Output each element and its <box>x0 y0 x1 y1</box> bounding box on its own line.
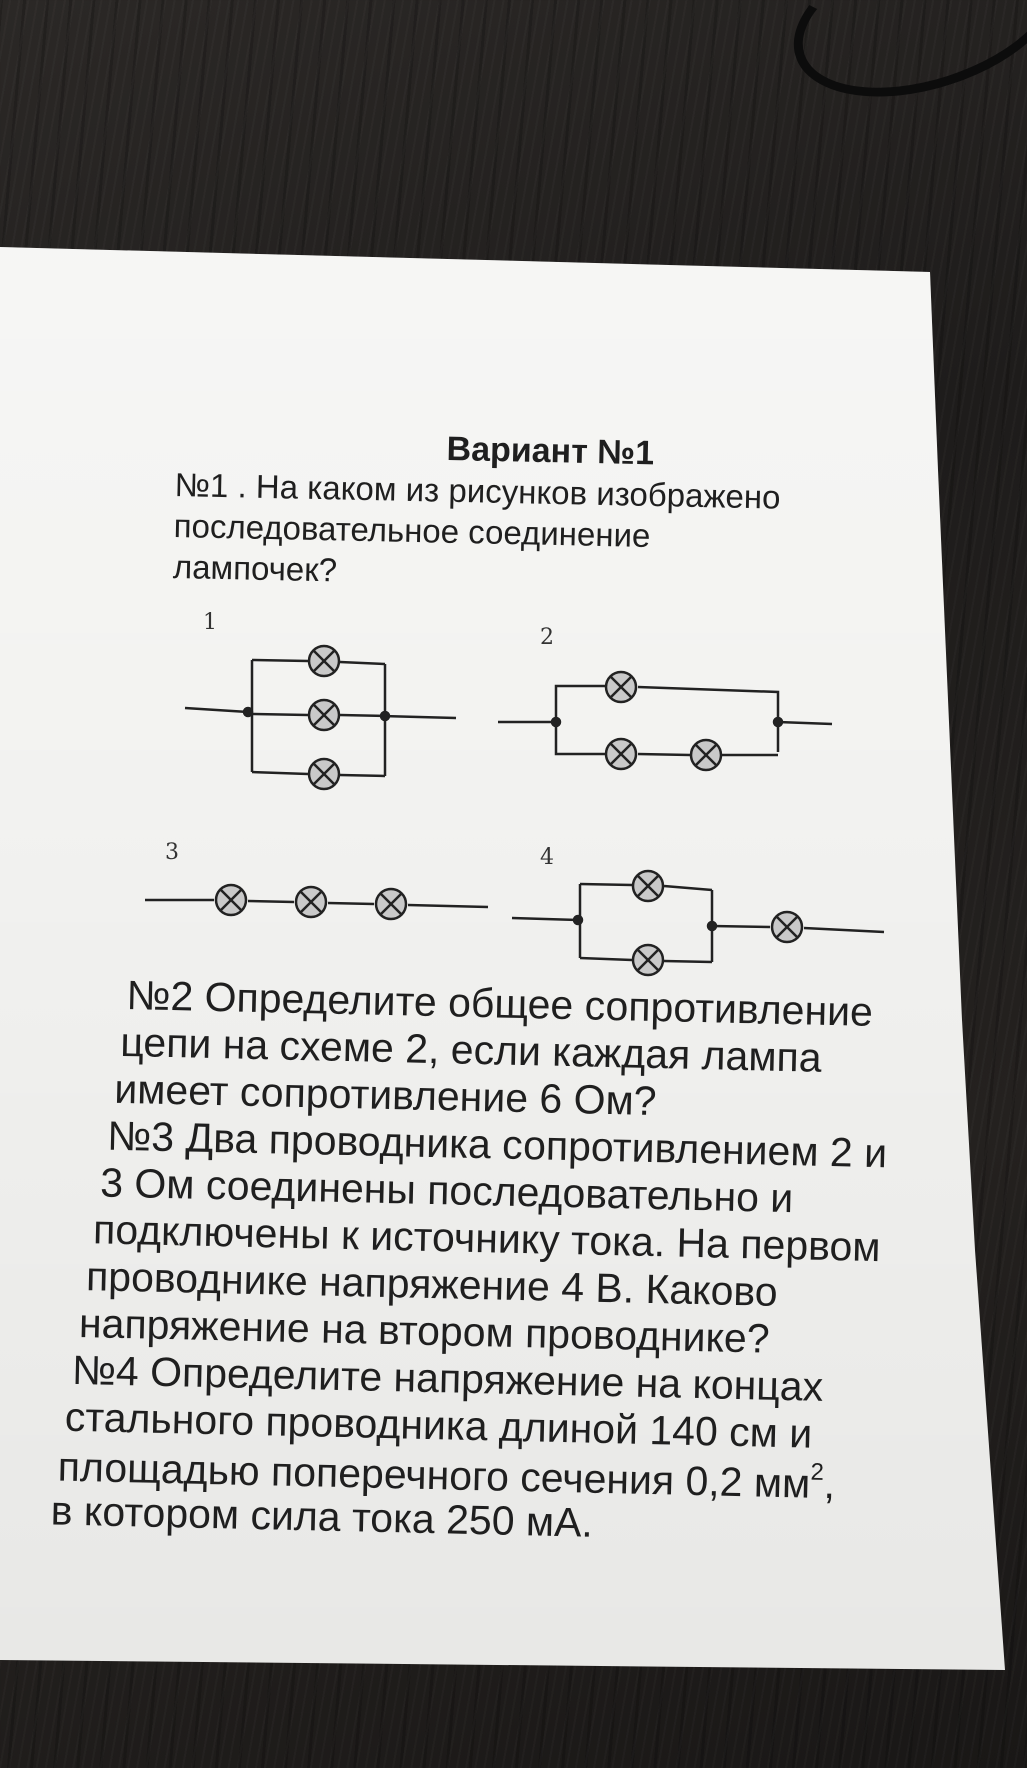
figure-label-4: 4 <box>540 845 554 870</box>
circuit-figure-4 <box>511 882 885 964</box>
lamp-icon <box>604 737 638 771</box>
lamp-icon <box>770 910 804 944</box>
lamp-icon <box>374 887 408 921</box>
circuit-figure-2 <box>498 684 833 757</box>
lamp-icon <box>631 943 665 977</box>
lamp-icon <box>307 698 341 732</box>
punctuation: , <box>823 1460 836 1508</box>
lamp-icon <box>307 757 341 791</box>
lamp-icon <box>689 738 723 772</box>
circuit-figure-1 <box>184 658 457 778</box>
tasks-2-4: №2 Определите общее сопротивление цепи н… <box>50 972 891 1556</box>
figure-label-3: 3 <box>165 840 179 865</box>
circuit-figure-3 <box>145 898 489 909</box>
figure-label-1: 1 <box>203 610 217 635</box>
lamp-icon <box>307 644 341 678</box>
lamp-icon <box>294 885 328 919</box>
lamp-icon <box>604 670 638 704</box>
figure-label-2: 2 <box>540 625 554 650</box>
lamp-icon <box>214 883 248 917</box>
lamp-icon <box>631 869 665 903</box>
superscript: 2 <box>810 1458 825 1486</box>
